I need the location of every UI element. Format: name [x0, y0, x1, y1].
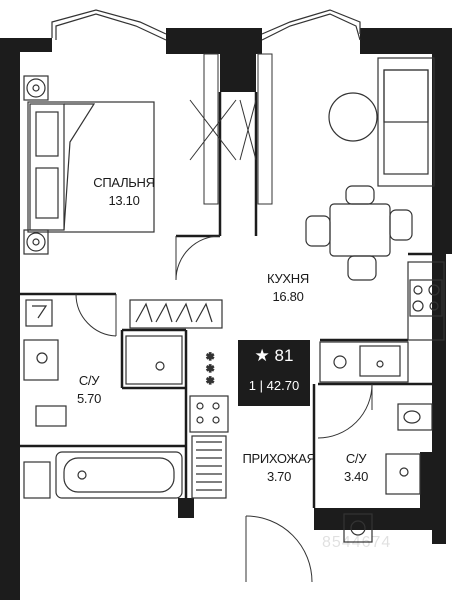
- room-label-bathroom-small: С/У 3.40: [336, 450, 376, 486]
- room-name: СПАЛЬНЯ: [93, 175, 155, 190]
- sofa: [328, 57, 435, 187]
- separator: |: [259, 378, 264, 393]
- unit-number-row: ★ 81: [238, 346, 310, 366]
- room-name: С/У: [345, 451, 367, 466]
- room-label-bedroom: СПАЛЬНЯ 13.10: [86, 174, 162, 210]
- room-label-hallway: ПРИХОЖАЯ 3.70: [240, 450, 318, 486]
- interior-walls: [20, 92, 446, 508]
- room-area: 13.10: [108, 193, 140, 208]
- balcony-door: [189, 53, 273, 205]
- svg-text:✱: ✱: [206, 352, 214, 363]
- svg-text:✱: ✱: [206, 364, 214, 375]
- svg-text:✱: ✱: [206, 376, 214, 387]
- room-area: 3.40: [343, 469, 369, 484]
- unit-number: 81: [274, 346, 294, 365]
- unit-summary-row: 1 | 42.70: [238, 378, 310, 393]
- room-area: 3.70: [266, 469, 292, 484]
- room-label-bathroom-main: С/У 5.70: [64, 372, 114, 408]
- bay-windows: [51, 9, 361, 41]
- room-area: 5.70: [76, 391, 102, 406]
- room-name: КУХНЯ: [267, 271, 309, 286]
- unit-badge: ★ 81 1 | 42.70: [238, 340, 310, 406]
- total-area: 42.70: [266, 378, 300, 393]
- star-icon: ★: [254, 346, 270, 365]
- watermark: 8544674: [322, 534, 392, 551]
- kitchen-counter: [319, 261, 445, 383]
- rooms-count: 1: [248, 378, 257, 393]
- door-swings: [75, 235, 373, 583]
- dining-set: [305, 185, 413, 281]
- room-name: ПРИХОЖАЯ: [242, 451, 316, 466]
- bathroom-fixtures: ✱ ✱ ✱: [23, 299, 229, 499]
- exterior-walls: [0, 28, 452, 600]
- bed: [23, 75, 155, 255]
- small-bathroom-fixtures: [343, 403, 433, 543]
- room-area: 16.80: [272, 289, 304, 304]
- room-label-kitchen: КУХНЯ 16.80: [256, 270, 320, 306]
- room-name: С/У: [78, 373, 100, 388]
